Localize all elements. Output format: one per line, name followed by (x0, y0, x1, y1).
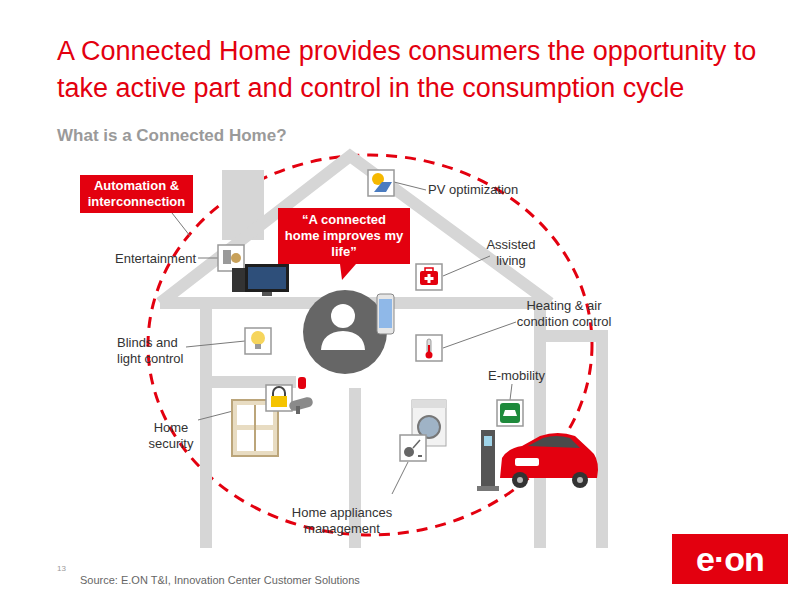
speech-bubble: “A connected home improves my life” (278, 208, 410, 264)
feature-label: Blinds and light control (117, 335, 202, 367)
security-icon-part (298, 377, 306, 389)
leader-lines-part (443, 256, 490, 276)
node-text-group: Automation & interconnection (86, 178, 187, 210)
entertainment-icon-part (223, 250, 231, 264)
source-note: Source: E.ON T&I, Innovation Center Cust… (80, 573, 500, 587)
vacuum-icon-part (404, 447, 414, 457)
entertainment-icon-part (232, 268, 246, 292)
assisted-living-icon-part (425, 268, 433, 272)
entertainment-icon-part (248, 267, 286, 289)
slide-title: A Connected Home provides consumers the … (57, 33, 757, 107)
leader-lines (172, 182, 516, 494)
car-part (572, 472, 588, 488)
leader-lines-part (198, 258, 218, 259)
entertainment-icon-part (231, 253, 241, 263)
car (500, 433, 598, 488)
feature-label: Home appliances management (280, 505, 404, 537)
vacuum-icon-part (413, 440, 420, 448)
speech-bubble-outline (278, 208, 410, 280)
callout-box: Automation & interconnection (80, 175, 193, 213)
house-outline-part (200, 303, 212, 548)
security-icon (266, 377, 314, 414)
e-mobility-icon-part (497, 400, 523, 426)
feature-label: Home security (140, 420, 202, 452)
e-mobility-icon (497, 400, 523, 426)
pv-icon-part (374, 182, 392, 192)
house-outline (160, 156, 602, 548)
vacuum-icon-part (400, 435, 426, 461)
leader-lines-part (186, 341, 245, 347)
leader-lines-part (172, 213, 190, 236)
charging-station-part (481, 430, 495, 488)
security-icon-part (266, 385, 292, 411)
light-bulb-icon-part (245, 328, 271, 354)
charging-station-part (477, 486, 499, 491)
feature-label: Heating & air condition control (508, 298, 620, 330)
security-icon-part (271, 396, 287, 407)
light-bulb-icon-part (251, 331, 265, 345)
leader-lines-part (510, 384, 512, 400)
security-icon-part (273, 387, 285, 397)
assisted-living-icon (416, 264, 442, 290)
entertainment-icon-part (245, 264, 289, 292)
car-part (528, 436, 580, 448)
house-outline-part (160, 156, 550, 303)
thermometer-icon-part (416, 335, 442, 361)
pv-icon (368, 170, 394, 196)
thermometer-icon-part (426, 352, 433, 359)
car-part (517, 477, 523, 483)
assisted-living-icon-part (425, 277, 434, 280)
dashed-circle (148, 155, 592, 535)
node-text-group: “A connected home improves my life” (284, 212, 404, 260)
entertainment-icon-part (262, 292, 272, 296)
person-icon-part (321, 331, 365, 350)
leader-lines-part (392, 462, 408, 494)
person-icon (303, 290, 394, 374)
security-icon-part (288, 396, 314, 412)
assisted-living-icon-part (420, 271, 438, 285)
light-bulb-icon-part (255, 344, 261, 349)
leader-lines-part (443, 322, 516, 348)
feature-label: Entertainment (96, 251, 196, 267)
feature-label: E-mobility (488, 368, 568, 384)
light-bulb-icon (245, 328, 271, 354)
washing-machine-icon-part (412, 400, 446, 408)
node-text: Automation & interconnection (86, 178, 187, 210)
person-icon-part (303, 290, 387, 374)
person-icon-part (379, 299, 392, 328)
car-part (512, 472, 528, 488)
car-part (515, 458, 539, 466)
charging-station (477, 430, 499, 491)
charging-station-part (484, 436, 492, 446)
thermometer-icon-part (427, 339, 431, 353)
assisted-living-icon-part (416, 264, 442, 290)
e-mobility-icon-part (500, 403, 520, 423)
thermometer-icon (416, 335, 442, 361)
node-text: “A connected home improves my life” (284, 212, 404, 260)
subtitle: What is a Connected Home? (57, 126, 457, 146)
entertainment-icon-part (218, 245, 244, 271)
e-mobility-icon-part (503, 410, 517, 416)
window-icon-part (254, 405, 256, 451)
page-number: 13 (57, 564, 77, 574)
leader-lines-part (394, 182, 426, 190)
pv-icon-part (368, 170, 394, 196)
vacuum-icon (400, 435, 426, 461)
company-logo: e·on (672, 534, 788, 584)
feature-label: PV optimization (428, 182, 548, 198)
vacuum-icon-part (418, 455, 422, 457)
person-icon-part (377, 294, 394, 334)
car-part (500, 433, 598, 478)
person-icon-part (331, 304, 355, 328)
security-icon-part (296, 406, 300, 414)
car-part (577, 477, 583, 483)
feature-label: Assisted living (476, 237, 546, 269)
